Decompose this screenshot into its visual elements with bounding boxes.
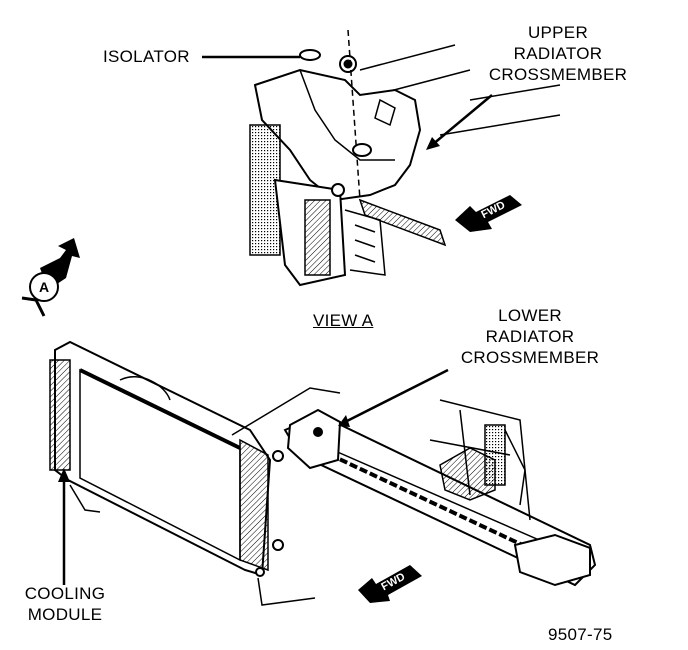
upper-crossmember-label: UPPER RADIATOR CROSSMEMBER xyxy=(478,22,638,85)
view-a-label: VIEW A xyxy=(313,311,374,330)
upper-crossmember-line-1: UPPER xyxy=(527,23,589,42)
lower-crossmember-line-3: CROSSMEMBER xyxy=(460,348,600,367)
lower-crossmember-line-1: LOWER xyxy=(498,306,562,325)
lower-crossmember-leader xyxy=(344,368,449,424)
cooling-module-line-1: COOLING xyxy=(24,584,106,603)
upper-crossmember-line-3: CROSSMEMBER xyxy=(488,65,628,84)
cooling-module-leader xyxy=(58,468,70,585)
fwd-arrow-upper: FWD xyxy=(455,195,522,232)
upper-crossmember-leader xyxy=(431,94,493,146)
upper-crossmember-line-2: RADIATOR xyxy=(513,44,603,63)
isolator-label: ISOLATOR xyxy=(103,47,190,66)
view-a-callout-letter: A xyxy=(39,279,49,295)
radiator-to-crossmember-line xyxy=(231,387,341,436)
fwd-arrow-lower: FWD xyxy=(358,565,422,603)
upper-detail-view xyxy=(249,29,561,287)
lower-crossmember-line-2: RADIATOR xyxy=(485,327,575,346)
lower-crossmember-label: LOWER RADIATOR CROSSMEMBER xyxy=(450,305,610,368)
cooling-module-label: COOLING MODULE xyxy=(5,583,125,625)
view-a-callout: A xyxy=(21,238,80,317)
lower-crossmember xyxy=(283,399,597,587)
cooling-module-radiator xyxy=(49,340,284,577)
cooling-module-line-2: MODULE xyxy=(27,605,103,624)
figure-number: 9507-75 xyxy=(548,625,613,644)
